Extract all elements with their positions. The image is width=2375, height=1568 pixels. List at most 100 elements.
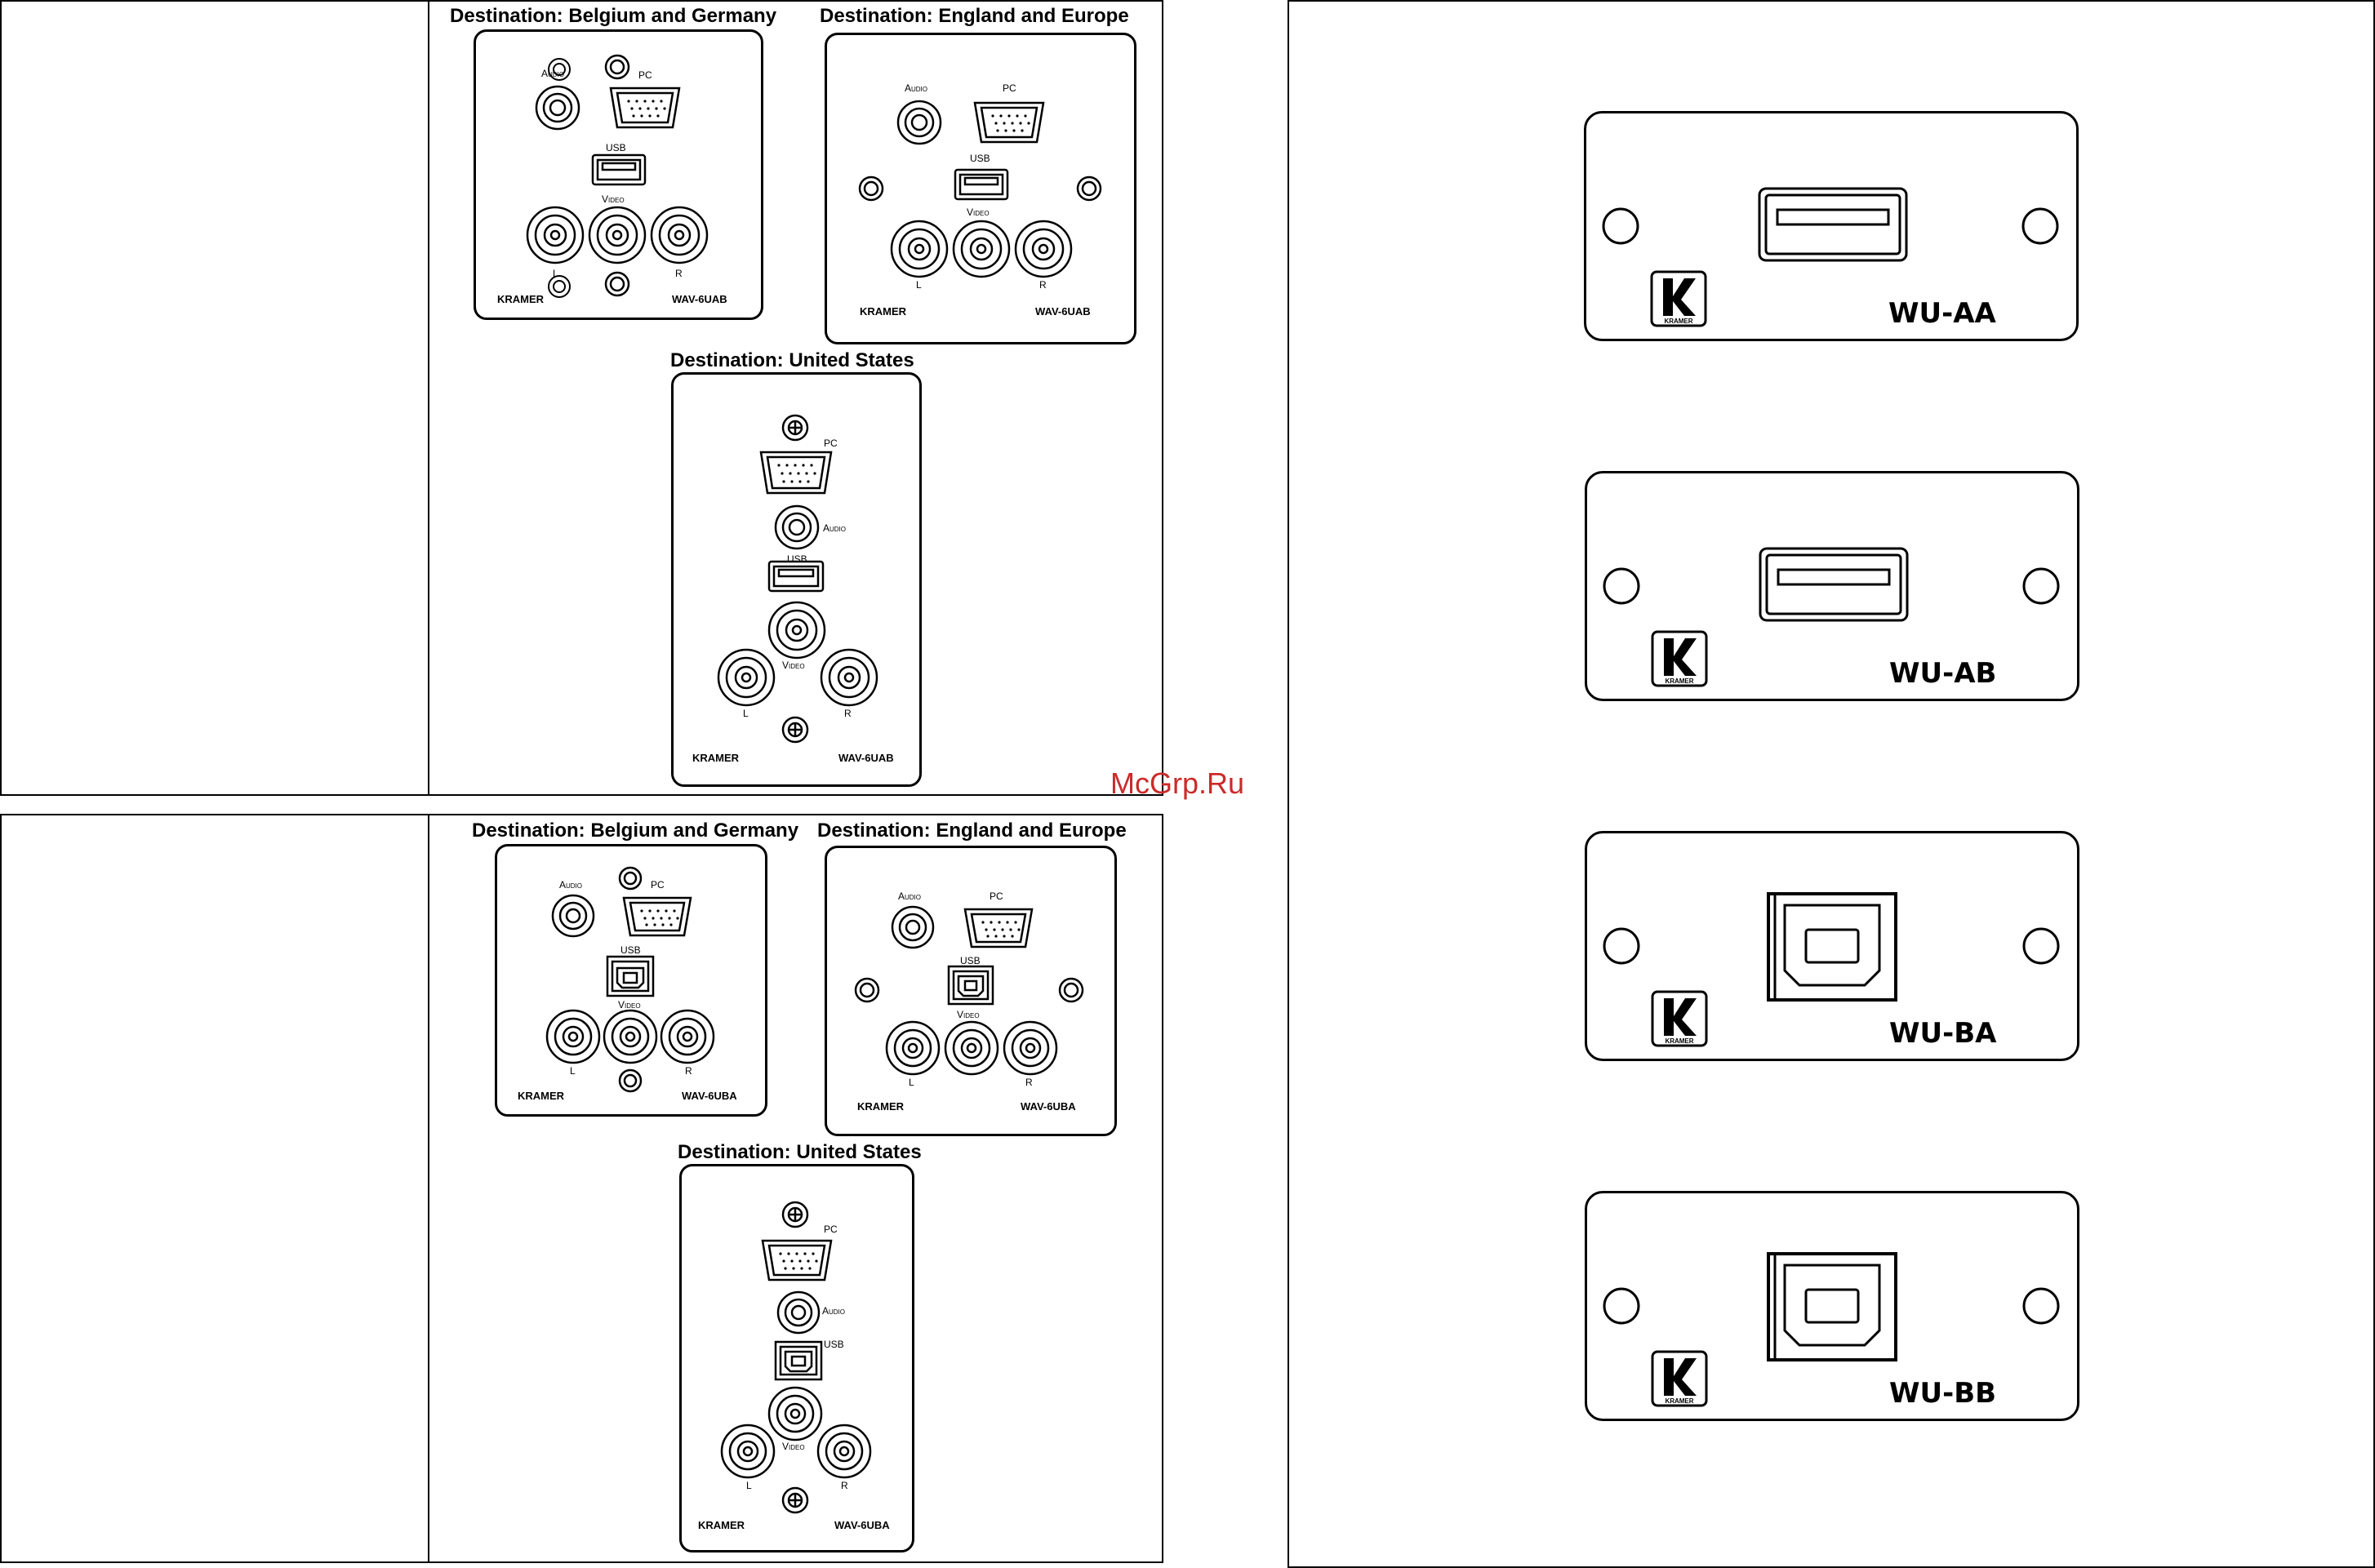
usb-b-port-icon [774,1340,823,1381]
lower-bg-usb-label: USB [620,944,641,956]
upper-ee-video-label: Video [967,207,990,218]
module-name: WU-AA [1888,297,1996,330]
upper-bg-pc-label: PC [638,69,652,81]
lower-ee-usb-label: USB [960,955,981,966]
mount-screw-icon [1058,977,1084,1003]
lower-us-brand: KRAMER [698,1519,745,1531]
upper-us-r-label: R [844,708,852,719]
lower-ee-video-label: Video [957,1009,980,1020]
lower-bg-audio-label: Audio [559,879,583,891]
mount-screw-icon [618,866,643,891]
lower-us-title: Destination: United States [678,1141,922,1163]
module-drawing: KRAMER [1602,187,2059,327]
lower-us-audio-label: Audio [822,1305,846,1317]
mount-hole-left-icon [1603,927,1640,965]
audio-jack-icon [535,85,580,131]
module-name: WU-AB [1889,657,1997,690]
svg-text:KRAMER: KRAMER [1665,1037,1693,1045]
modules-panel-frame [1288,0,2375,1568]
lower-ee-connectors [854,905,1084,1076]
audio-jack-icon [774,504,820,550]
mount-hole-left-icon [1602,207,1639,245]
upper-bg-r-label: R [675,268,683,279]
rca-jack-right-icon [1014,220,1073,278]
lower-ee-audio-label: Audio [898,891,922,902]
svg-text:KRAMER: KRAMER [1665,1397,1693,1405]
upper-bg-plate-drawing [548,58,571,298]
rca-jack-right-icon [816,1424,872,1479]
upper-ee-usb-label: USB [970,153,990,164]
lower-bg-l-label: L [570,1065,576,1077]
mount-screw-icon [781,1201,809,1228]
vga-port-icon [622,896,692,937]
mount-screw-icon [858,175,884,202]
mount-hole-left-icon [1603,1287,1640,1325]
upper-ee-model: WAV-6UAB [1035,305,1091,318]
mount-screw-icon [781,1486,809,1514]
mount-screw-icon [781,716,809,744]
kramer-logo-icon: KRAMER [1651,630,1708,687]
lower-bg-pc-label: PC [651,879,665,891]
audio-jack-icon [896,100,942,145]
upper-bg-audio-label: Audio [541,68,565,79]
lower-bg-title: Destination: Belgium and Germany [472,820,799,842]
module-plate-wu-aa: KRAMER WU-AA [1584,111,2079,341]
upper-ee-pc-label: PC [1003,82,1016,94]
mount-hole-right-icon [2022,927,2060,965]
lower-us-video-label: Video [782,1441,805,1452]
rca-jack-left-icon [720,1424,776,1479]
rca-jack-video-icon [588,206,647,264]
lower-us-r-label: R [841,1480,848,1491]
upper-us-title: Destination: United States [670,349,914,371]
upper-bg-brand: KRAMER [497,293,545,305]
upper-ee-brand: KRAMER [860,305,907,318]
upper-bg-l-label: L [553,268,558,279]
rca-jack-left-icon [526,206,585,264]
mount-hole-right-icon [2021,207,2059,245]
upper-bg-video-label: Video [602,193,625,205]
lower-us-usb-label: USB [824,1339,844,1350]
mount-screw-icon [1076,175,1102,202]
rca-jack-video-icon [767,1386,823,1441]
mount-hole-right-icon [2022,1287,2060,1325]
upper-us-model: WAV-6UAB [838,752,894,764]
kramer-logo-icon: KRAMER [1651,990,1708,1047]
upper-bg-connectors [526,54,709,297]
lower-ee-l-label: L [909,1077,914,1088]
upper-us-connectors [717,414,878,744]
lower-ee-pc-label: PC [990,891,1003,902]
module-drawing: KRAMER [1603,1252,2060,1407]
rca-jack-left-icon [890,220,949,278]
upper-section-divider [428,0,429,796]
upper-us-l-label: L [743,708,749,719]
lower-bg-model: WAV-6UBA [682,1090,737,1102]
vga-port-icon [609,87,681,129]
lower-bg-connectors [545,866,715,1093]
usb-a-port-icon [1759,547,1909,622]
usb-b-port-icon [947,965,994,1006]
lower-us-model: WAV-6UBA [834,1519,890,1531]
lower-us-connectors [720,1201,872,1514]
usb-b-port-icon [606,955,655,997]
upper-ee-title: Destination: England and Europe [820,5,1129,27]
audio-jack-icon [551,894,595,938]
upper-ee-connectors [858,100,1102,278]
lower-bg-brand: KRAMER [518,1090,565,1102]
upper-us-pc-label: PC [824,438,838,449]
module-drawing: KRAMER [1603,892,2060,1047]
lower-ee-model: WAV-6UBA [1021,1100,1076,1113]
watermark: McGrp.Ru [1110,766,1245,800]
upper-ee-r-label: R [1039,279,1047,291]
upper-ee-wall-plate [825,33,1136,344]
rca-jack-right-icon [650,206,709,264]
lower-section-frame [0,814,1163,1563]
vga-port-icon [761,1239,833,1281]
usb-b-port-icon [1767,1252,1897,1361]
upper-us-audio-label: Audio [823,522,847,534]
rca-jack-right-icon [820,648,878,707]
kramer-logo-icon: KRAMER [1651,1350,1708,1407]
kramer-logo-icon: KRAMER [1650,270,1707,327]
rca-jack-left-icon [545,1009,601,1064]
upper-bg-usb-label: USB [606,142,626,153]
